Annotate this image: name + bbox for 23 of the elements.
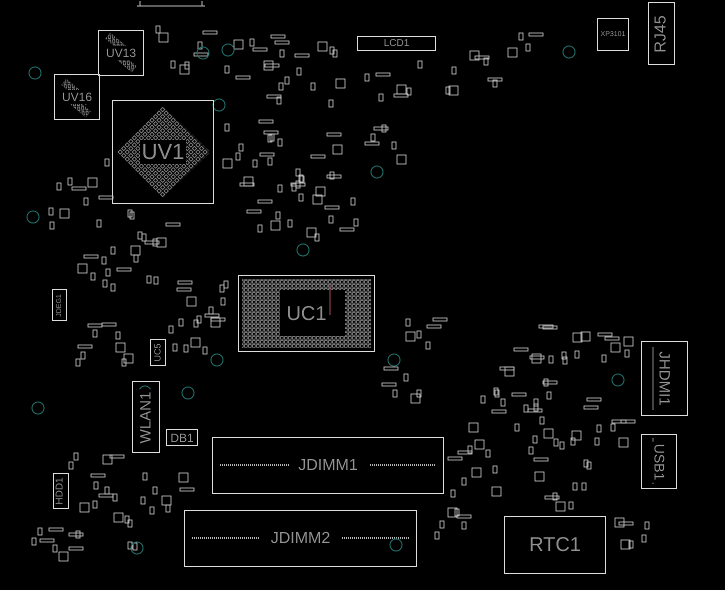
reference-designator: DB1 (168, 430, 196, 444)
reference-designator: UV16 (60, 90, 94, 104)
reference-designator: WLAN1 (138, 389, 154, 445)
component-outline (504, 516, 606, 574)
component-outline (54, 74, 100, 120)
component-outline (98, 30, 144, 76)
reference-designator: LCD1 (382, 38, 412, 50)
component-outline (52, 289, 67, 321)
component-outline (238, 275, 375, 352)
component-outline (641, 341, 688, 416)
reference-designator: UV13 (104, 46, 138, 60)
reference-designator: UV1 (140, 140, 186, 164)
component-outline (357, 36, 436, 51)
reference-designator: USB1 (651, 441, 667, 482)
reference-designator: UC5 (152, 342, 164, 364)
component-outline (112, 100, 214, 204)
reference-designator: JHDMI1 (656, 349, 673, 408)
component-outline (132, 381, 160, 453)
component-outline (641, 434, 677, 489)
component-outline (184, 510, 417, 567)
component-outline (648, 2, 675, 65)
component-outline (212, 437, 444, 494)
component-outline (597, 18, 629, 51)
